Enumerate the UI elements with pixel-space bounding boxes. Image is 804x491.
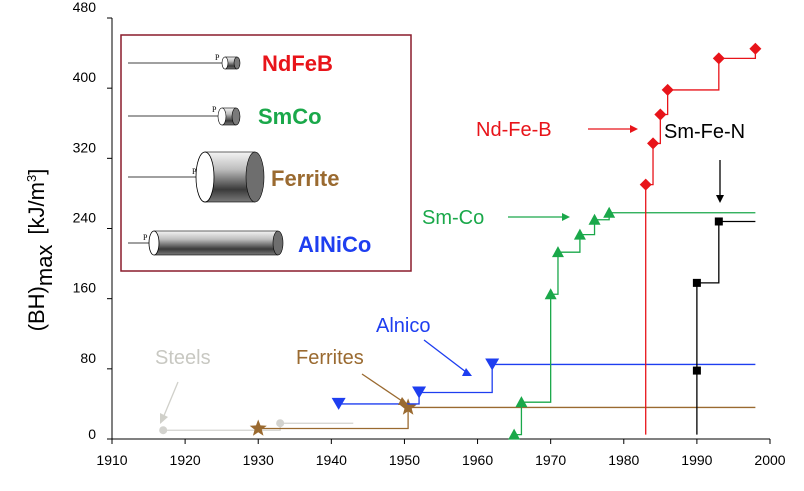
sm-co-marker [588, 213, 601, 225]
ferrites-marker [249, 419, 267, 436]
nd-fe-b-marker [661, 83, 674, 96]
x-tick-label: 1930 [243, 452, 274, 468]
inset-alnico-p: P [143, 233, 148, 242]
annotation-smco: Sm-Co [422, 207, 484, 229]
steels-marker [159, 426, 168, 435]
inset-label-ndfeb: NdFeB [262, 51, 333, 76]
y-axis-label: (BH)max [kJ/m3] [24, 169, 57, 332]
annotation-smfen: Sm-Fe-N [664, 121, 745, 143]
annotation-ndfeb: Nd-Fe-B [476, 119, 552, 141]
x-tick-label: 1990 [681, 452, 712, 468]
inset-label-ferrite: Ferrite [271, 166, 339, 191]
magnet-size-inset: P NdFeB P SmCo P Ferrite P Al [120, 34, 412, 272]
smfen-arrow [716, 160, 724, 203]
inset-ndfeb-magnet-icon: P [128, 53, 241, 70]
sm-fe-n-marker [692, 366, 701, 375]
sm-co-marker [551, 246, 564, 258]
alnico-marker [331, 397, 346, 410]
y-tick-label: 480 [73, 0, 97, 15]
nd-fe-b-marker [639, 178, 652, 191]
y-axis-label-unit-end: ] [24, 169, 49, 175]
sm-fe-n-marker [714, 217, 723, 226]
inset-smco-magnet-icon: P [128, 105, 241, 126]
x-tick-label: 1920 [170, 452, 201, 468]
sm-co-marker [603, 206, 616, 218]
x-tick-label: 2000 [754, 452, 785, 468]
ndfeb-arrow [588, 125, 638, 133]
annotation-alnico: Alnico [376, 315, 430, 337]
annotation-steels: Steels [155, 347, 211, 369]
ferrites-series-line [258, 406, 756, 430]
x-tick-label: 1910 [96, 452, 127, 468]
y-axis-label-sub: max [32, 245, 57, 287]
sm-co-marker [573, 228, 586, 240]
y-axis-label-main: (BH) [24, 286, 49, 331]
sm-co-marker [508, 428, 521, 440]
ferrites-marker [399, 398, 417, 415]
inset-label-smco: SmCo [258, 104, 322, 129]
alnico-marker [485, 358, 500, 371]
annotation-labels: Steels Ferrites Alnico Sm-Co Nd-Fe-B Sm-… [155, 119, 745, 369]
x-tick-label: 1960 [462, 452, 493, 468]
nd-fe-b-marker [647, 137, 660, 150]
inset-ferrite-p: P [192, 167, 197, 176]
smco-arrow [508, 213, 570, 221]
x-tick-label: 1970 [535, 452, 566, 468]
alnico-arrow [423, 339, 472, 376]
axis-ticks: 1910 1920 1930 1940 1950 1960 1970 1980 1990 2000… [73, 0, 786, 468]
y-tick-label: 0 [88, 426, 96, 442]
nd-fe-b-series-line [645, 48, 757, 186]
y-tick-label: 160 [73, 280, 97, 296]
nd-fe-b-marker [749, 42, 762, 55]
x-tick-label: 1950 [389, 452, 420, 468]
steels-marker [276, 419, 285, 428]
sm-co-series-line [514, 212, 756, 436]
alnico-marker [412, 386, 427, 399]
inset-ndfeb-p: P [215, 53, 220, 62]
sm-fe-n-marker [692, 278, 701, 287]
sm-fe-n-series-line [696, 220, 756, 371]
x-tick-label: 1940 [316, 452, 347, 468]
inset-label-alnico: AlNiCo [298, 232, 371, 257]
y-axis-label-unit-sup: 3 [24, 175, 39, 182]
inset-ferrite-magnet-icon: P [128, 151, 265, 203]
inset-alnico-magnet-icon: P [128, 230, 284, 256]
y-axis-label-unit: [kJ/m [24, 182, 49, 235]
y-tick-label: 400 [73, 69, 97, 85]
sm-co-marker [515, 396, 528, 408]
annotation-arrows [160, 125, 724, 424]
axes: 1910 1920 1930 1940 1950 1960 1970 1980 1990 2000… [73, 0, 786, 468]
nd-fe-b-marker [654, 108, 667, 121]
sm-co-marker [544, 288, 557, 300]
nd-fe-b-marker [712, 52, 725, 65]
inset-smco-p: P [212, 105, 217, 114]
y-tick-label: 80 [80, 350, 96, 366]
x-tick-label: 1980 [608, 452, 639, 468]
y-tick-label: 320 [73, 139, 97, 155]
ferrites-arrow [361, 373, 408, 405]
alnico-series-line [338, 363, 756, 405]
y-tick-label: 240 [73, 210, 97, 226]
annotation-ferrites: Ferrites [296, 347, 364, 369]
steels-arrow [160, 381, 179, 424]
